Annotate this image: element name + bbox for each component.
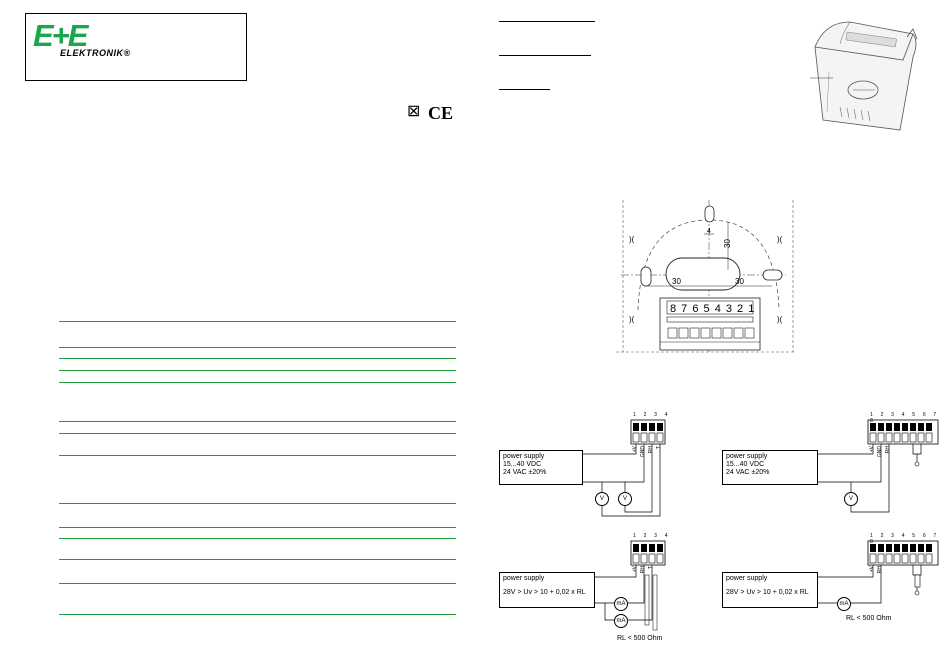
dimension-label: 30 <box>723 239 732 248</box>
power-supply-box: power supply 15...40 VDC 24 VAC ±20% <box>499 450 583 485</box>
ce-mark: CE <box>428 103 454 123</box>
weee-icon: ⊠ <box>407 103 421 120</box>
pin-label: RH <box>885 446 891 454</box>
load-resistance-note: RL < 500 Ohm <box>846 615 892 622</box>
pin-label: RH <box>640 566 646 574</box>
terminal-numbers: 8 7 6 5 4 3 2 1 <box>670 303 755 315</box>
logo-frame <box>25 13 247 81</box>
wiring-diagram-current-rh-t: 1 2 3 4 +V RH T power supply 28V > Uv > … <box>497 533 677 655</box>
voltmeter-icon: V <box>844 492 858 506</box>
wiring-diagram-voltage-rh-probe: 1 2 3 4 5 6 7 8 +V GND RH power supply 1… <box>720 410 945 520</box>
heading-underline <box>499 89 550 90</box>
pin-label: RH <box>648 446 654 454</box>
svg-text:)(: )( <box>777 315 783 324</box>
svg-text:)(: )( <box>629 315 635 324</box>
power-supply-box: power supply 28V > Uv > 10 + 0,02 x RL <box>722 572 818 608</box>
ammeter-icon: mA <box>837 597 851 611</box>
voltmeter-icon: V <box>595 492 609 506</box>
svg-text:)(: )( <box>629 235 635 244</box>
terminal-labels: 1 2 3 4 5 6 7 8 <box>870 533 940 545</box>
pin-label: GND <box>877 446 883 458</box>
pin-label: RH <box>877 566 883 574</box>
wiring-diagram-current-rh-probe: 1 2 3 4 5 6 7 8 +V RH power supply 28V >… <box>720 533 945 635</box>
logo-mark: E+E <box>33 18 88 53</box>
ammeter-icon: mA <box>614 614 628 628</box>
pin-label: +V <box>632 446 638 453</box>
pin-label: +V <box>869 446 875 453</box>
ammeter-icon: mA <box>614 597 628 611</box>
product-sketch <box>810 21 918 131</box>
voltmeter-icon: V <box>618 492 632 506</box>
load-resistance-note: RL < 500 Ohm <box>617 635 663 642</box>
power-supply-box: power supply 15...40 VDC 24 VAC ±20% <box>722 450 818 485</box>
terminal-labels: 1 2 3 4 <box>633 533 671 539</box>
pin-label: T <box>648 566 654 570</box>
dimension-drawing: 4 30 30 30 8 7 6 5 4 3 2 1 )( )( )( )( <box>616 200 794 353</box>
pin-label: +V <box>632 566 638 573</box>
pin-label: T <box>656 446 662 450</box>
dimension-label: 30 <box>735 277 744 286</box>
heading-underline <box>499 55 591 56</box>
pin-label: GND <box>640 446 646 458</box>
terminal-labels: 1 2 3 4 <box>633 412 671 418</box>
pin-label: +V <box>869 566 875 573</box>
dimension-label: 30 <box>672 277 681 286</box>
power-supply-box: power supply 28V > Uv > 10 + 0,02 x RL <box>499 572 595 608</box>
svg-text:)(: )( <box>777 235 783 244</box>
dimension-label: 4 <box>707 228 711 235</box>
logo-name: ELEKTRONIK® <box>60 48 131 58</box>
terminal-labels: 1 2 3 4 5 6 7 8 <box>870 412 940 424</box>
wiring-diagram-voltage-rh-t: 1 2 3 4 +V GND RH T power supply 15...40… <box>497 410 677 520</box>
heading-underline <box>499 21 595 22</box>
